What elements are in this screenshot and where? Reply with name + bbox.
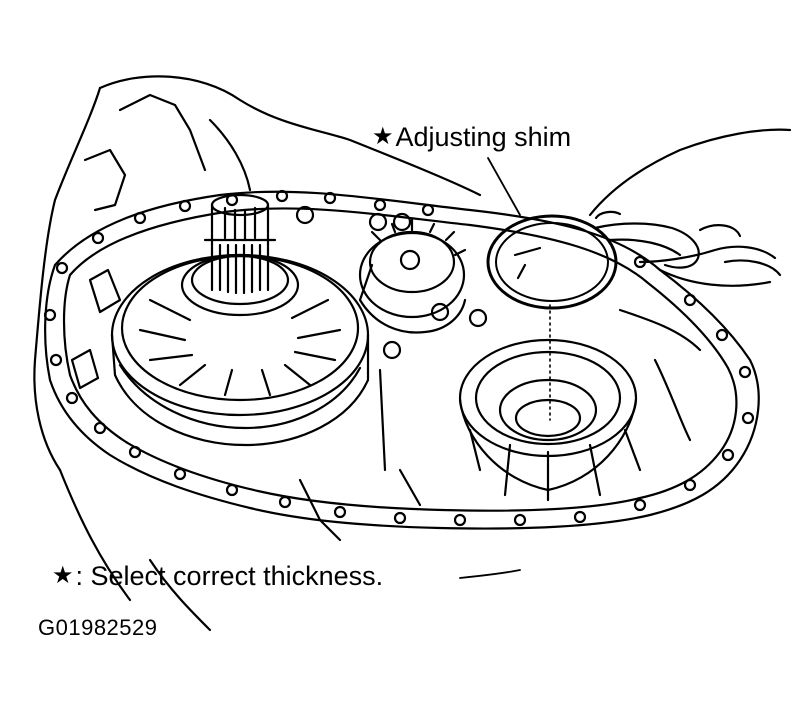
adjusting-shim-label: Adjusting shim: [395, 122, 572, 152]
star-icon: ★: [52, 562, 74, 589]
case-flange: [44, 190, 760, 530]
thickness-note-text: : Select correct thickness.: [75, 561, 384, 591]
bolt-hole: [573, 510, 587, 524]
bolt-hole: [178, 199, 192, 213]
bolt-hole: [173, 467, 187, 481]
thickness-note: ★: Select correct thickness.: [52, 563, 383, 590]
background-housing: [33, 75, 482, 632]
bolt-hole: [93, 421, 107, 435]
bolt-hole: [453, 513, 467, 527]
flange-bolt-holes: [43, 189, 755, 527]
bolt-hole: [683, 478, 697, 492]
bolt-hole: [91, 231, 105, 245]
bolt-hole: [128, 445, 142, 459]
bolt-hole: [49, 353, 63, 367]
bolt-hole: [513, 513, 527, 527]
drive-gear: [358, 218, 467, 334]
bolt-hole: [421, 203, 435, 217]
bolt-hole: [633, 498, 647, 512]
leader-lines: [459, 157, 521, 579]
bolt-hole: [225, 483, 239, 497]
bolt-hole: [133, 211, 147, 225]
bolt-hole: [55, 261, 69, 275]
figure-id: G01982529: [38, 615, 158, 640]
bolt-hole: [323, 191, 337, 205]
adjusting-shim-ring: [486, 214, 618, 310]
bolt-hole: [715, 328, 729, 342]
bolt-hole: [738, 365, 752, 379]
star-icon: ★: [372, 123, 394, 150]
adjusting-shim-callout: ★Adjusting shim: [372, 124, 571, 151]
bolt-hole: [43, 308, 57, 322]
bolt-hole: [65, 391, 79, 405]
differential-bore: [458, 338, 642, 502]
bolt-hole: [275, 189, 289, 203]
bolt-hole: [683, 293, 697, 307]
bolt-hole: [393, 511, 407, 525]
bolt-hole: [373, 198, 387, 212]
case-details: [70, 205, 702, 507]
bolt-hole: [333, 505, 347, 519]
oil-pump-assembly: [110, 193, 370, 447]
bolt-hole: [278, 495, 292, 509]
bolt-hole: [741, 411, 755, 425]
bolt-hole: [721, 448, 735, 462]
hand-illustration: [588, 128, 792, 287]
